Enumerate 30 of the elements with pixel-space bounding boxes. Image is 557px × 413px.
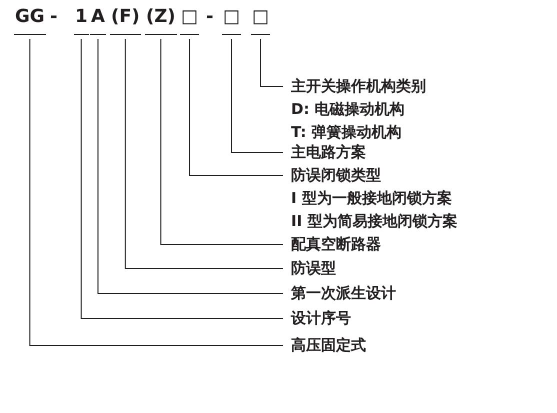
code-segment: (F) — [110, 6, 141, 35]
explanation-line: T: 弹簧操动机构 — [291, 122, 403, 143]
explanation-line: 防误闭锁类型 — [291, 165, 382, 186]
leader-line — [189, 38, 284, 176]
explanation-line: D: 电磁操动机构 — [291, 99, 406, 120]
explanation-line: 高压固定式 — [291, 335, 366, 356]
code-segment: 1 — [74, 6, 89, 35]
leader-line — [124, 38, 284, 269]
explanation-line: 主开关操作机构类别 — [291, 76, 426, 97]
explanation-line: 设计序号 — [291, 308, 351, 329]
code-segment: (Z) — [145, 6, 177, 35]
code-segment: □ — [180, 6, 200, 35]
explanation-line: 第一次派生设计 — [291, 283, 396, 304]
code-segment: A — [90, 6, 106, 35]
explanation-line: II 型为简易接地闭锁方案 — [291, 211, 458, 232]
explanation-line: 配真空断路器 — [291, 234, 381, 255]
explanation-line: I 型为一般接地闭锁方案 — [291, 188, 453, 209]
code-segment: GG — [14, 6, 46, 35]
leader-line — [231, 38, 284, 153]
leader-line — [80, 38, 284, 319]
leader-line — [29, 38, 284, 346]
leader-line — [260, 38, 284, 87]
code-segment: □ — [251, 6, 270, 35]
leader-line — [97, 38, 284, 294]
code-separator: - — [50, 6, 58, 28]
explanation-line: 主电路方案 — [291, 142, 366, 163]
code-separator: - — [206, 6, 214, 28]
code-segment: □ — [222, 6, 242, 35]
explanation-line: 防误型 — [291, 258, 336, 279]
leader-line — [160, 38, 284, 245]
